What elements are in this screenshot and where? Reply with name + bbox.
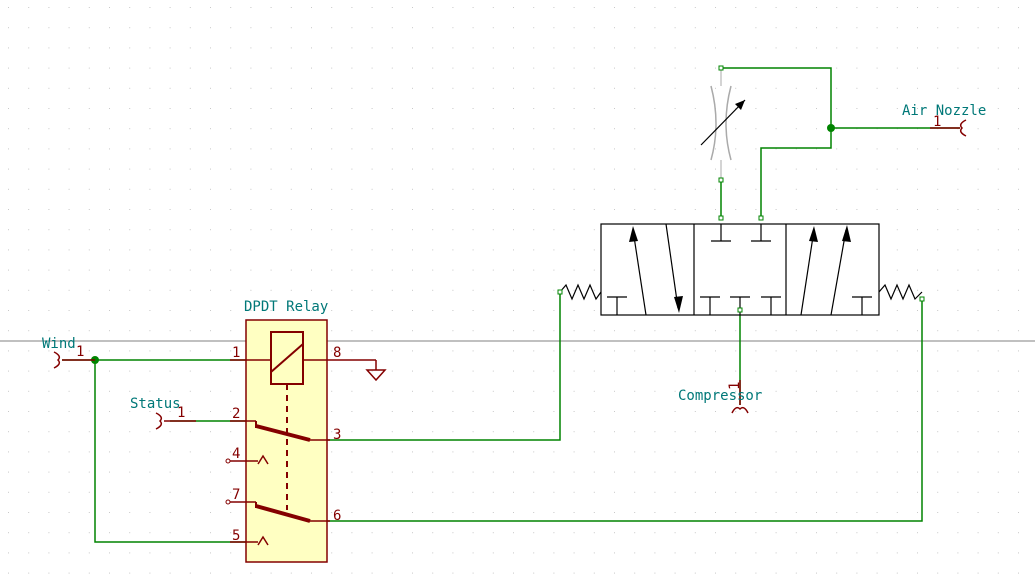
relay-coil-diagonal	[270, 343, 304, 373]
valve-right-flow-up-b	[830, 229, 847, 316]
flow-valve-left-arc	[710, 85, 717, 161]
relay-pin-2-number: 2	[232, 406, 240, 422]
compressor-port-pin: 1	[727, 382, 743, 390]
wind-port-label: Wind	[42, 336, 76, 352]
switch2-nc-contact	[257, 535, 269, 546]
wire-relay-3-to-left-solenoid	[307, 292, 561, 441]
flow-valve-pin-bottom	[718, 177, 724, 183]
switch1-nc-contact	[257, 454, 269, 465]
relay-pin-8-number: 8	[333, 345, 341, 361]
status-port[interactable]: Status 1	[130, 396, 196, 430]
flow-valve-pin-top	[718, 65, 724, 71]
valve-pin-p	[737, 307, 743, 313]
wire-valve-to-nozzle	[760, 128, 832, 218]
valve-left-arrow-up	[629, 226, 638, 242]
wind-port-icon	[53, 351, 61, 369]
valve-left-flow-down	[665, 223, 679, 309]
spring-icon	[878, 283, 923, 301]
relay-pin-4-number: 4	[232, 446, 240, 462]
relay-pin-5-number: 5	[232, 528, 240, 544]
switch2-blade	[255, 504, 311, 523]
compressor-port[interactable]: Compressor 1	[678, 380, 762, 414]
switch1-blade	[255, 424, 311, 442]
spring-icon	[559, 283, 602, 301]
status-port-icon	[155, 412, 163, 430]
wire-wind-to-relay-5	[94, 360, 246, 543]
relay-title: DPDT Relay	[244, 299, 328, 315]
air-nozzle-port-label: Air Nozzle	[902, 103, 986, 119]
valve-right-flow-up-a	[800, 229, 815, 316]
pin-7-unconnected	[225, 499, 231, 505]
wind-port-pin: 1	[76, 344, 84, 360]
wire-flow-to-nozzle	[721, 67, 960, 129]
relay-pin-6-number: 6	[333, 508, 341, 524]
ground-triangle	[365, 369, 387, 382]
5-port-3-position-valve-icon[interactable]	[557, 215, 925, 316]
dpdt-relay[interactable]: 1 2 3 4 5 6 7 8 DPDT Relay	[225, 299, 376, 563]
valve-right-arrow-up	[842, 225, 851, 242]
grid-dots	[8, 7, 1019, 574]
air-nozzle-port[interactable]: Air Nozzle 1	[902, 103, 986, 137]
wire-relay-6-to-right-solenoid	[307, 299, 923, 522]
status-port-pin: 1	[177, 405, 185, 421]
air-nozzle-port-pin: 1	[933, 114, 941, 130]
adjustable-flow-valve-icon[interactable]	[700, 65, 746, 183]
valve-pin-right	[919, 296, 925, 302]
valve-left-flow-up	[632, 229, 647, 316]
flow-valve-right-arc	[725, 85, 732, 161]
air-nozzle-port-icon	[959, 119, 967, 137]
flow-valve-adjust-arrow	[700, 99, 746, 146]
valve-pin-b	[758, 215, 764, 221]
flow-valve-arrow-head	[735, 100, 745, 110]
pin-4-unconnected	[225, 458, 231, 464]
valve-pin-left	[557, 289, 563, 295]
compressor-port-label: Compressor	[678, 388, 762, 404]
status-port-label: Status	[130, 396, 181, 412]
relay-pin-3-number: 3	[333, 427, 341, 443]
valve-left-arrow-down	[674, 296, 683, 313]
relay-pin-1-number: 1	[232, 345, 240, 361]
valve-right-arrow-down	[809, 226, 818, 242]
relay-pin-7-number: 7	[232, 487, 240, 503]
junction-dot	[827, 124, 835, 132]
wind-port[interactable]: Wind 1	[42, 336, 95, 369]
valve-pin-a	[718, 215, 724, 221]
ground-icon[interactable]	[365, 360, 387, 382]
compressor-port-icon	[731, 406, 749, 414]
